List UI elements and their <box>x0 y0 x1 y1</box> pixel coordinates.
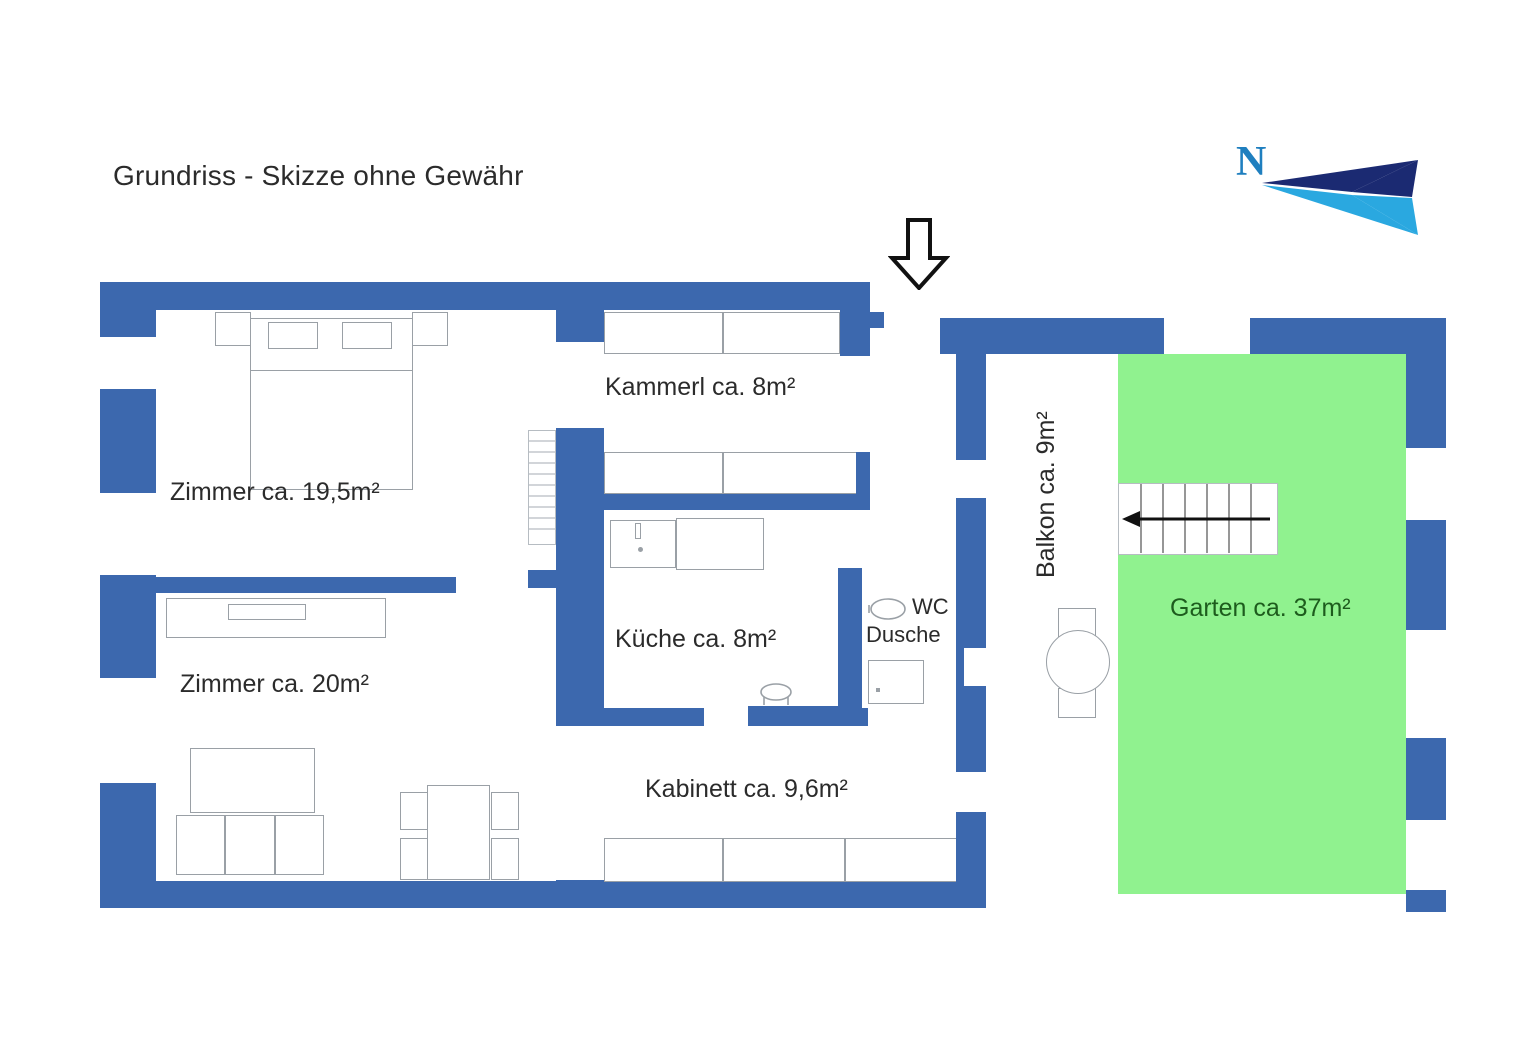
cabinet-divider-k1 <box>722 838 724 882</box>
counter-icon-upper <box>604 452 860 494</box>
wall-kammerl-door-jamb <box>862 312 884 328</box>
cabinet-divider-k2 <box>844 838 846 882</box>
room-label-balkon: Balkon ca. 9m² <box>1032 411 1060 578</box>
window-partition-1 <box>964 460 994 498</box>
toilet-icon <box>868 596 908 622</box>
wall-interior-central-vertical <box>556 282 604 342</box>
coffee-table-icon <box>190 748 315 813</box>
washbasin-oval-icon <box>760 683 792 705</box>
bath-label-wc: WC <box>912 594 949 619</box>
room-label-kammerl: Kammerl ca. 8m² <box>605 373 796 401</box>
room-label-kabinett: Kabinett ca. 9,6m² <box>645 775 848 803</box>
sideboard-inner-icon <box>228 604 306 620</box>
window-top-right <box>1164 318 1250 354</box>
wall-exterior-top-left <box>100 282 870 310</box>
dining-table-icon <box>427 785 490 880</box>
arrow-left-icon <box>1122 511 1270 527</box>
wall-kueche-upper-band <box>604 494 870 510</box>
room-label-zimmer-19-5: Zimmer ca. 19,5m² <box>170 478 380 506</box>
chair-icon-bl <box>400 838 428 880</box>
stairs-hatch-icon <box>528 430 556 545</box>
bath-label-dusche: Dusche <box>866 622 941 647</box>
sofa-icon <box>176 815 324 875</box>
chair-icon-tl <box>400 792 428 830</box>
hatch-lines-icon <box>529 440 555 530</box>
wall-partition-right-seg3 <box>956 686 986 772</box>
wall-interior-central-vertical-2 <box>556 428 604 588</box>
double-bed-body-icon <box>250 370 413 490</box>
garden-bottom-strip <box>1118 894 1406 912</box>
pillow-icon-left <box>268 322 318 349</box>
chair-icon-br <box>491 838 519 880</box>
wall-exterior-right-seg2 <box>1406 520 1446 630</box>
window-partition-2 <box>964 648 994 686</box>
sofa-cushion-divider-2 <box>274 815 276 875</box>
wall-interior-central-stub <box>528 570 604 588</box>
sink-icon <box>610 520 676 568</box>
compass-rose: N <box>1232 135 1432 245</box>
wall-exterior-bottom-left <box>100 880 970 908</box>
toilet-bowl-icon <box>868 598 906 620</box>
entrance-arrow-icon <box>887 218 951 291</box>
counter-icon-lower <box>676 518 764 570</box>
wall-interior-kabinett-top <box>556 708 704 726</box>
wall-exterior-right-seg4 <box>1406 890 1446 912</box>
window-right-3 <box>1406 820 1446 890</box>
chair-icon-tr <box>491 792 519 830</box>
faucet-icon <box>635 523 641 539</box>
wall-interior-between-zimmer <box>156 577 456 593</box>
wall-exterior-top-right-left <box>940 318 1164 354</box>
window-right-1 <box>1406 448 1446 520</box>
area-label-garten: Garten ca. 37m² <box>1170 594 1351 622</box>
cabinet-divider-kammerl <box>722 312 724 354</box>
wall-exterior-right-seg3 <box>1406 738 1446 820</box>
stair-direction-arrow-icon <box>1118 505 1278 533</box>
sofa-cushion-divider-1 <box>224 815 226 875</box>
room-label-kueche: Küche ca. 8m² <box>615 625 777 653</box>
wall-kueche-upper-right <box>856 452 870 494</box>
round-table-icon <box>1046 630 1110 694</box>
wall-exterior-left-seg3 <box>100 575 156 678</box>
counter-divider <box>722 452 724 494</box>
north-label: N <box>1236 139 1267 185</box>
wall-partition-right-seg4 <box>956 812 986 908</box>
page-title: Grundriss - Skizze ohne Gewähr <box>113 160 524 191</box>
washbasin-icon <box>758 683 794 705</box>
wall-partition-right-seg2 <box>956 498 986 648</box>
shower-drain-icon <box>876 688 880 692</box>
window-right-2 <box>1406 630 1446 738</box>
sink-drain-icon <box>638 547 643 552</box>
window-left-1 <box>100 337 156 389</box>
nightstand-icon-right <box>412 312 448 346</box>
pillow-icon-right <box>342 322 392 349</box>
room-label-zimmer-20: Zimmer ca. 20m² <box>180 670 369 698</box>
area-garten <box>1118 354 1406 894</box>
cabinet-row-kabinett <box>604 838 970 882</box>
wall-exterior-left-seg1 <box>100 282 156 337</box>
north-arrow-icon <box>1262 160 1418 235</box>
wall-bath-left <box>838 568 862 726</box>
window-partition-3 <box>964 772 994 812</box>
wall-exterior-right-seg1 <box>1406 318 1446 448</box>
window-left-3 <box>100 678 156 783</box>
wall-exterior-left-seg2 <box>100 389 156 493</box>
window-left-2 <box>100 493 156 575</box>
shower-tray-icon <box>868 660 924 704</box>
wall-interior-central-vertical-3 <box>556 588 604 708</box>
nightstand-icon-left <box>215 312 251 346</box>
